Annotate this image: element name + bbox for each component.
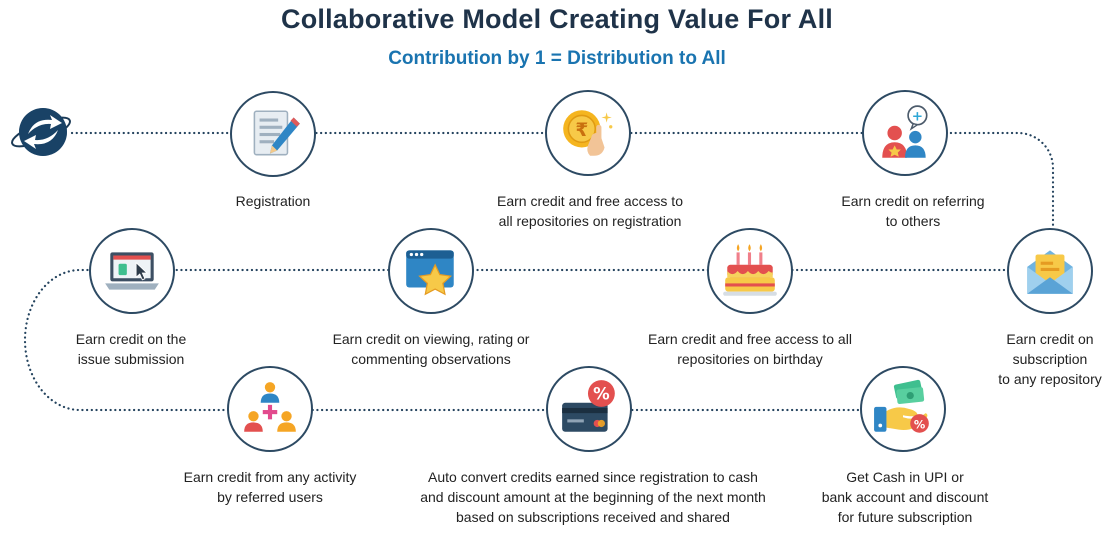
step-subscription <box>1007 228 1093 314</box>
credit-card-discount-icon: % <box>562 380 615 432</box>
step-label-referring: Earn credit on referring to others <box>841 193 985 229</box>
document-pencil-icon <box>253 110 300 156</box>
laptop-cursor-icon <box>105 252 159 290</box>
step-label-issue-submission: Earn credit on the issue submission <box>75 331 187 367</box>
step-referring: + <box>862 90 948 176</box>
step-label-auto-convert: Auto convert credits earned since regist… <box>420 469 766 525</box>
step-label-registration-credit: Earn credit and free access to all repos… <box>497 193 683 229</box>
logo-icon <box>11 108 71 156</box>
rupee-coin-icon: ₹ <box>563 110 613 156</box>
page-subtitle: Contribution by 1 = Distribution to All <box>388 48 726 69</box>
browser-star-icon <box>406 250 454 296</box>
step-label-registration: Registration <box>235 193 311 209</box>
page-title: Collaborative Model Creating Value For A… <box>281 4 833 34</box>
envelope-letter-icon <box>1027 250 1073 294</box>
step-label-birthday: Earn credit and free access to all repos… <box>648 331 852 367</box>
step-issue-submission <box>89 228 175 314</box>
svg-text:+: + <box>912 110 923 125</box>
step-label-viewing-rating: Earn credit on viewing, rating or commen… <box>332 331 530 367</box>
step-registration-credit: ₹ <box>545 90 631 176</box>
svg-text:%: % <box>914 418 926 432</box>
step-auto-convert: % <box>546 366 632 452</box>
referral-users-icon: + <box>882 105 928 158</box>
svg-text:₹: ₹ <box>575 120 588 141</box>
svg-text:%: % <box>593 385 610 404</box>
step-registration <box>230 91 316 177</box>
step-get-cash: % <box>860 366 946 452</box>
step-referred-activity <box>227 366 313 452</box>
step-label-get-cash: Get Cash in UPI or bank account and disc… <box>821 469 989 525</box>
cash-hand-icon: % <box>874 379 929 433</box>
step-label-referred-activity: Earn credit from any activity by referre… <box>183 469 357 505</box>
step-label-subscription: Earn credit on subscription to any repos… <box>998 331 1102 387</box>
birthday-cake-icon <box>723 244 777 296</box>
step-birthday <box>707 228 793 314</box>
user-network-icon <box>244 382 296 432</box>
step-viewing-rating <box>388 228 474 314</box>
